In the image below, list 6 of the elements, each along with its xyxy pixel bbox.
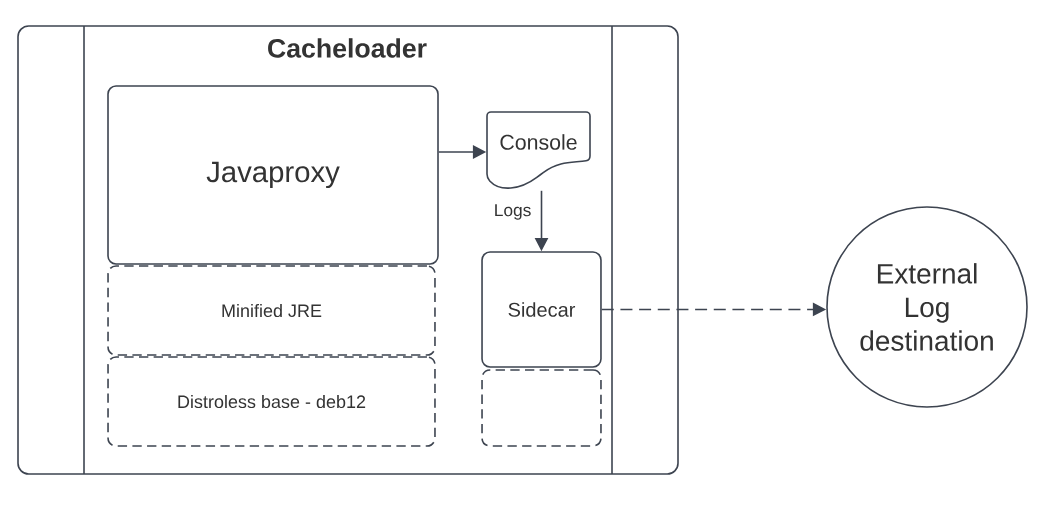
component-box: Distroless base - deb12 [107,356,436,447]
empty-box [481,369,602,447]
component-box: Sidecar [481,251,602,368]
component-box: Javaproxy [107,85,439,265]
edge-label: Logs [492,202,533,222]
component-box: Minified JRE [107,265,436,356]
